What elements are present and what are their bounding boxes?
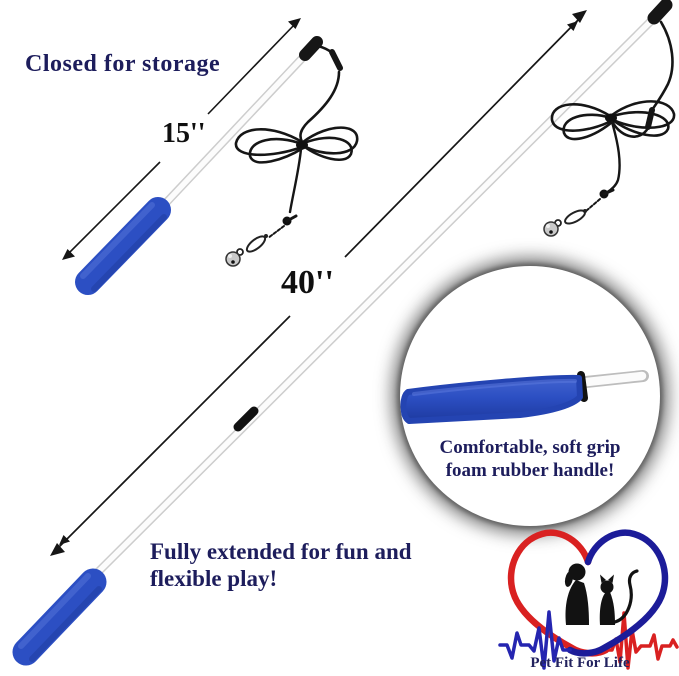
extended-wand-shaft [93,18,654,577]
fully-extended-line2: flexible play! [150,566,278,592]
inset-caption: Comfortable, soft grip foam rubber handl… [400,436,660,482]
extended-wand-tip-cap [647,0,673,25]
closed-wand-shaft [161,49,311,208]
arrowhead-down-icon [62,249,75,260]
cord-bow-loop [550,103,613,132]
clasp-pin [264,234,268,238]
brand-name: Pet Fit For Life [530,655,630,671]
fully-extended-line1: Fully extended for fun and [150,539,412,564]
cord-segment [299,70,341,144]
extended-wand [12,0,673,666]
extended-wand-cord [543,20,676,237]
clip-chain [585,198,601,212]
arrowhead-up-barb-icon [567,21,578,31]
handle-closeup-inset: Comfortable, soft grip foam rubber handl… [400,266,660,526]
cat-tail [613,569,639,624]
measure-40-lower-line [55,315,291,551]
bell-hanger [236,248,244,256]
cord-knot [296,140,308,150]
closeup-foam-highlight [412,378,577,396]
inset-caption-line1: Comfortable, soft grip [439,437,621,458]
closed-handle-shade [91,214,167,292]
arrowhead-down-barb-icon [59,535,70,545]
extended-length-label: 40'' [281,264,334,301]
cord-bow-loop [248,137,305,164]
clip-chain [267,225,285,239]
cord-bow-loop [301,126,359,155]
cord-bow-loop [610,100,676,129]
bell-icon [543,221,559,237]
extended-handle-shade [29,586,102,662]
bell-shine [546,224,550,228]
arrowhead-up-icon [572,10,587,23]
cord-knot [605,113,617,123]
closed-length-label: 15'' [162,118,206,149]
measure-15-upper-line [207,22,297,115]
arrowhead-up-icon [288,18,301,29]
measure-15-lower-line [66,161,161,256]
cord-segment [650,20,674,112]
clasp-pin [583,209,587,213]
bell-shine [228,254,232,258]
cord-segment [611,121,650,138]
ekg-line-right [604,611,679,670]
closed-handle-highlight [80,202,155,279]
cord-bow-loop [234,128,304,157]
closed-wand-foam-handle [75,197,171,295]
extended-wand-joint [233,406,259,432]
swivel-clasp-icon [245,235,267,253]
brand-logo-art [498,529,679,670]
closeup-shaft [582,371,647,387]
closed-for-storage-label: Closed for storage [25,51,221,77]
cord-tail [288,147,303,214]
cord-knot-end [602,188,615,196]
ekg-line-left [498,610,572,670]
arrowhead-down-icon [50,543,65,556]
handle-closeup-art [400,370,649,424]
bell-icon [225,251,241,267]
fully-extended-label: Fully extended for fun and flexible play… [150,538,412,592]
dog-icon [564,563,589,625]
extended-wand-foam-handle [12,568,107,666]
cord-bow-loop [562,113,614,141]
measure-arrow-40 [50,10,587,556]
closed-wand-cord [225,44,359,267]
cord-knot-end [285,214,298,223]
bell-slot [549,230,553,234]
bell-slot [231,260,235,264]
inset-caption-line2: foam rubber handle! [445,460,615,482]
cord-segment [316,44,340,64]
closed-wand [75,36,323,295]
closed-wand-tip-cap [299,36,323,61]
cord-tail [604,120,621,195]
heart-right-blue [566,529,669,657]
brand-logo: Pet Fit For Life [480,525,679,676]
cord-bow-loop [611,110,670,137]
cord-bow-loop [302,136,353,161]
measure-arrow-15 [62,18,301,260]
extended-handle-highlight [18,573,91,649]
cat-icon [599,569,639,625]
measure-40-upper-line [344,16,582,258]
